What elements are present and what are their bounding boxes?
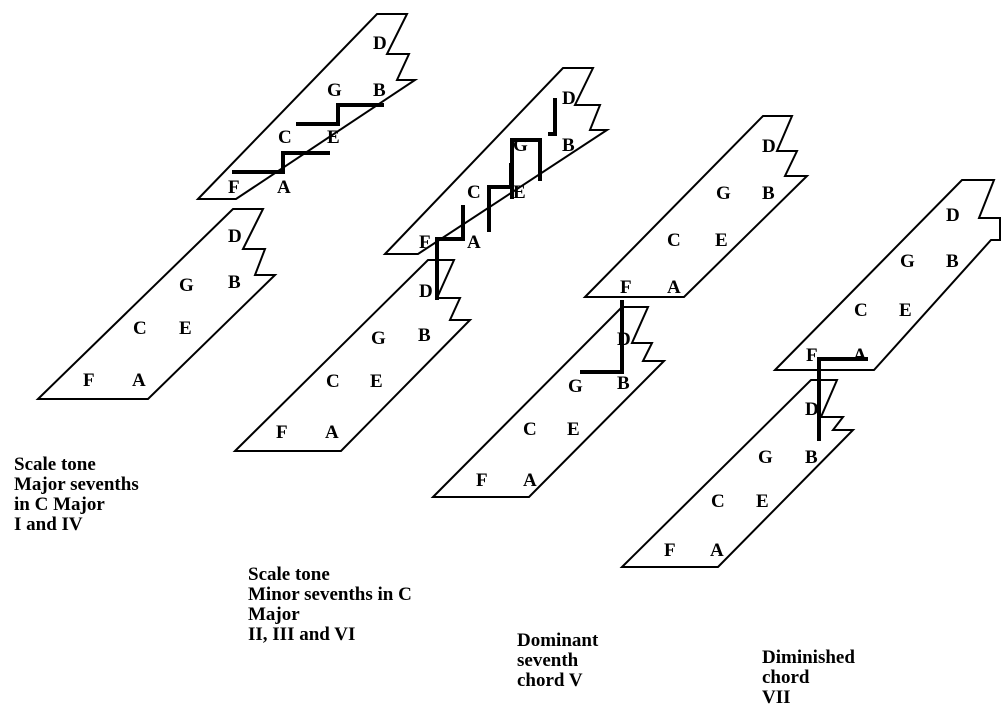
note-g: G bbox=[179, 275, 194, 296]
note-b: B bbox=[762, 183, 775, 204]
chord-path-line bbox=[232, 151, 330, 174]
lower-strip bbox=[35, 208, 278, 400]
caption-line: Diminished bbox=[762, 647, 855, 668]
note-d: D bbox=[373, 33, 387, 54]
diagram-dominant-seventh: F A C E G B D F A C E G B D bbox=[430, 115, 810, 498]
diagram-major-sevenths: F A C E G B D F A C E G B D bbox=[35, 13, 419, 400]
caption-line: Dominant bbox=[517, 630, 599, 651]
lower-strip-notes: F A C E G B D bbox=[83, 226, 242, 391]
note-f: F bbox=[83, 370, 95, 391]
caption-line: in C Major bbox=[14, 494, 105, 515]
lower-strip-notes: F A C E G B D bbox=[664, 399, 819, 561]
chord-path-line bbox=[548, 98, 557, 136]
caption-line: Major sevenths bbox=[14, 474, 139, 495]
upper-strip bbox=[772, 179, 1001, 371]
caption-major-sevenths: Scale tone Major sevenths in C Major I a… bbox=[14, 455, 139, 535]
note-f: F bbox=[620, 277, 632, 298]
chord-path-line bbox=[817, 357, 868, 441]
note-c: C bbox=[467, 182, 481, 203]
note-d: D bbox=[228, 226, 242, 247]
chord-path-line bbox=[435, 205, 465, 300]
note-a: A bbox=[667, 277, 681, 298]
note-c: C bbox=[667, 230, 681, 251]
note-a: A bbox=[523, 470, 537, 491]
note-c: C bbox=[133, 318, 147, 339]
note-e: E bbox=[567, 419, 580, 440]
caption-line: chord bbox=[762, 667, 810, 688]
note-g: G bbox=[568, 376, 583, 397]
chord-path-line bbox=[510, 138, 542, 199]
upper-strip-notes: F A C E G B D bbox=[620, 136, 776, 298]
note-f: F bbox=[419, 232, 431, 253]
caption-minor-sevenths: Scale tone Minor sevenths in C Major II,… bbox=[248, 565, 412, 645]
note-c: C bbox=[711, 491, 725, 512]
note-c: C bbox=[278, 127, 292, 148]
note-g: G bbox=[716, 183, 731, 204]
note-e: E bbox=[715, 230, 728, 251]
note-g: G bbox=[758, 447, 773, 468]
note-c: C bbox=[854, 300, 868, 321]
note-d: D bbox=[562, 88, 576, 109]
note-a: A bbox=[467, 232, 481, 253]
note-b: B bbox=[946, 251, 959, 272]
lower-strip-notes: F A C E G B D bbox=[276, 281, 433, 443]
note-d: D bbox=[805, 399, 819, 420]
upper-strip bbox=[195, 13, 419, 200]
note-f: F bbox=[228, 177, 240, 198]
diagram-diminished: F A C E G B D F A C E G B D bbox=[619, 179, 1001, 568]
upper-strip bbox=[582, 115, 810, 298]
note-a: A bbox=[325, 422, 339, 443]
note-b: B bbox=[617, 373, 630, 394]
lower-strip bbox=[430, 306, 667, 498]
note-f: F bbox=[476, 470, 488, 491]
chord-path-line bbox=[580, 300, 624, 374]
upper-strip-notes: F A C E G B D bbox=[806, 205, 960, 366]
caption-line: Scale tone bbox=[248, 564, 330, 585]
note-e: E bbox=[179, 318, 192, 339]
note-f: F bbox=[806, 345, 818, 366]
note-e: E bbox=[327, 127, 340, 148]
caption-line: seventh bbox=[517, 650, 579, 671]
note-a: A bbox=[277, 177, 291, 198]
caption-diminished: Diminished chord VII bbox=[762, 648, 855, 708]
note-b: B bbox=[228, 272, 241, 293]
note-b: B bbox=[373, 80, 386, 101]
note-e: E bbox=[756, 491, 769, 512]
note-d: D bbox=[419, 281, 433, 302]
lower-strip bbox=[232, 259, 473, 452]
note-g: G bbox=[900, 251, 915, 272]
caption-line: I and IV bbox=[14, 514, 83, 535]
diagram-minor-sevenths: F A C E G B D F A C E G B D bbox=[232, 67, 611, 452]
note-c: C bbox=[523, 419, 537, 440]
note-e: E bbox=[370, 371, 383, 392]
note-b: B bbox=[562, 135, 575, 156]
note-f: F bbox=[664, 540, 676, 561]
caption-line: chord V bbox=[517, 670, 583, 691]
caption-line: Scale tone bbox=[14, 454, 96, 475]
note-d: D bbox=[946, 205, 960, 226]
lower-strip-notes: F A C E G B D bbox=[476, 329, 631, 491]
upper-strip bbox=[382, 67, 611, 255]
caption-line: VII bbox=[762, 687, 791, 708]
caption-dominant-seventh: Dominant seventh chord V bbox=[517, 631, 598, 691]
caption-line: II, III and VI bbox=[248, 624, 356, 645]
note-e: E bbox=[899, 300, 912, 321]
note-e: E bbox=[513, 182, 526, 203]
note-f: F bbox=[276, 422, 288, 443]
note-a: A bbox=[132, 370, 146, 391]
note-a: A bbox=[853, 345, 867, 366]
caption-line: Major bbox=[248, 604, 300, 625]
note-c: C bbox=[326, 371, 340, 392]
note-a: A bbox=[710, 540, 724, 561]
chord-path-line bbox=[296, 103, 384, 126]
caption-line: Minor sevenths in C bbox=[248, 584, 412, 605]
note-d: D bbox=[762, 136, 776, 157]
note-b: B bbox=[805, 447, 818, 468]
note-g: G bbox=[327, 80, 342, 101]
note-b: B bbox=[418, 325, 431, 346]
note-g: G bbox=[371, 328, 386, 349]
upper-strip-notes: F A C E G B D bbox=[228, 33, 387, 198]
